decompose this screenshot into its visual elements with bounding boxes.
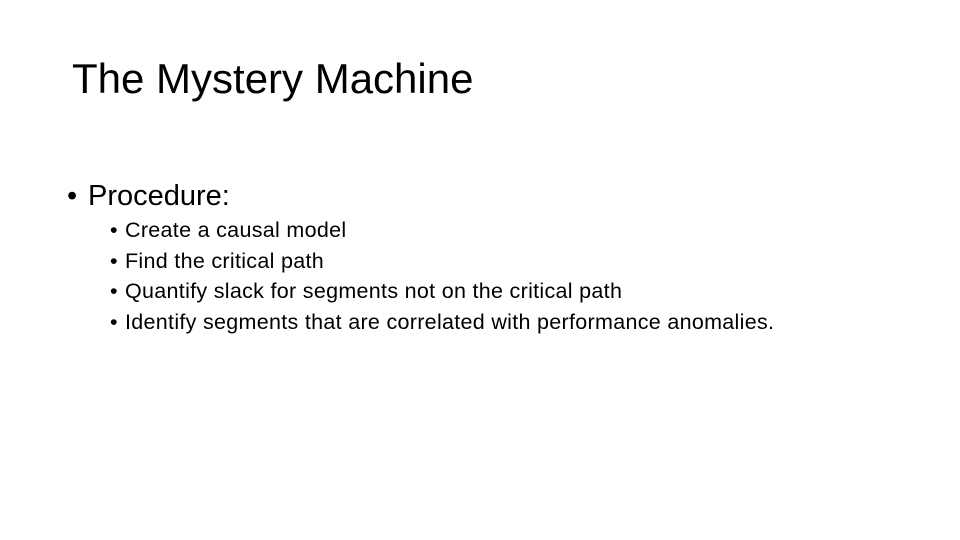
slide-title: The Mystery Machine bbox=[72, 55, 474, 102]
list-item: • Create a causal model bbox=[110, 215, 774, 246]
bullet-dot-icon: • bbox=[110, 218, 118, 242]
list-item: • Identify segments that are correlated w… bbox=[110, 307, 774, 338]
bullet-dot-icon: • bbox=[110, 279, 118, 304]
bullet-dot-icon: • bbox=[110, 248, 118, 273]
list-item: • Find the critical path bbox=[110, 246, 774, 277]
bullet-dot-icon: • bbox=[110, 310, 118, 335]
list-item: • Quantify slack for segments not on the … bbox=[110, 276, 774, 307]
sub-bullet-text: Quantify slack for segments not on the c… bbox=[125, 279, 623, 304]
sub-bullet-text: Create a causal model bbox=[125, 218, 347, 242]
bullet-procedure-label: Procedure: bbox=[88, 180, 230, 212]
sub-bullet-text: Identify segments that are correlated wi… bbox=[125, 310, 775, 335]
bullet-dot-icon: • bbox=[67, 180, 78, 212]
bullet-procedure: • Procedure: bbox=[67, 182, 230, 211]
sub-bullet-text: Find the critical path bbox=[125, 248, 324, 273]
sub-bullet-list: • Create a causal model • Find the critica… bbox=[110, 215, 774, 338]
